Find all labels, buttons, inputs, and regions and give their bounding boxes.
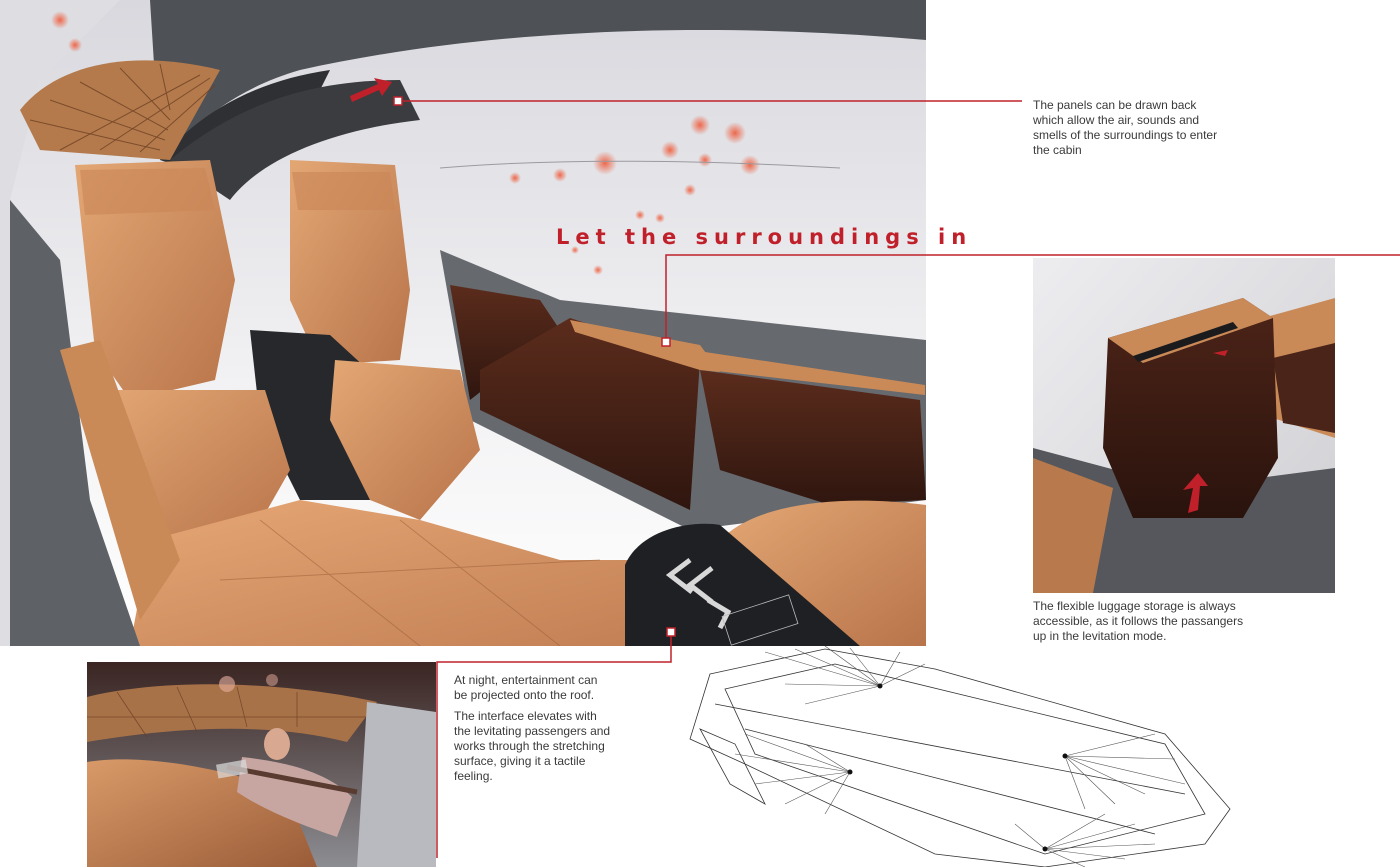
caption-interface: The interface elevates with the levitati…	[454, 709, 611, 783]
luggage-storage-render	[1033, 258, 1335, 593]
main-cabin-render	[0, 0, 926, 646]
cabin-wireframe-sketch	[685, 644, 1240, 867]
headline-title: Let the surroundings in	[556, 225, 973, 249]
night-levitation-render	[87, 662, 436, 867]
caption-night: At night, entertainment can be projected…	[454, 673, 598, 702]
caption-night-group: At night, entertainment can be projected…	[454, 673, 614, 790]
caption-panels: The panels can be drawn back which allow…	[1033, 98, 1218, 157]
caption-luggage: The flexible luggage storage is always a…	[1033, 599, 1244, 643]
